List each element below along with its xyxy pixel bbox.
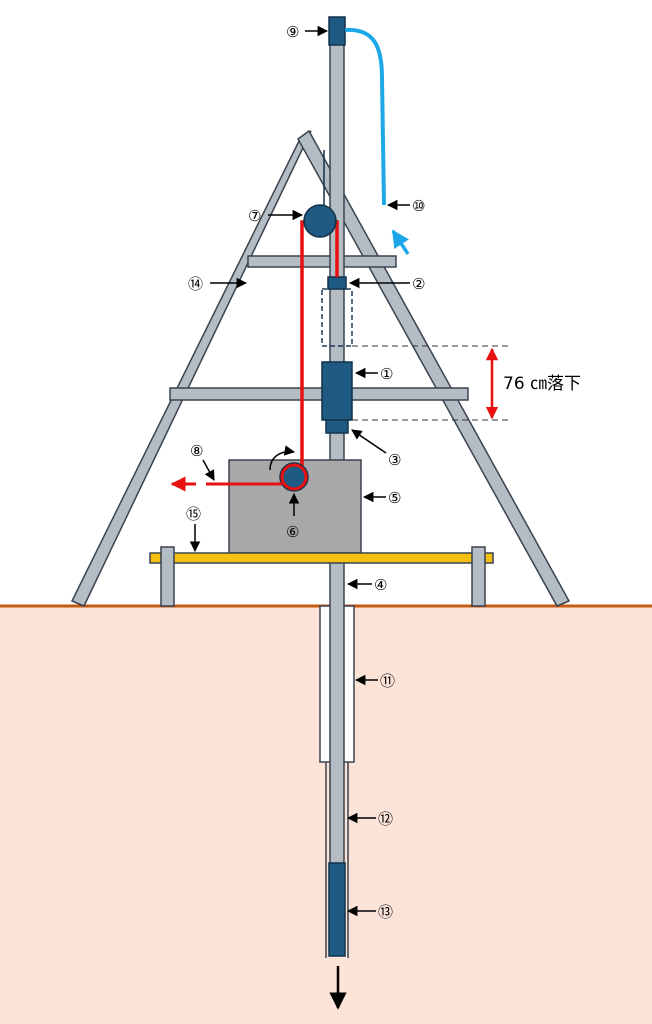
lower-crossbar [169, 387, 469, 401]
platform-post-right [471, 546, 486, 607]
label-6: ⑥ [286, 523, 299, 541]
label-7: ⑦ [248, 207, 261, 225]
rope-wrap [280, 463, 308, 491]
cathead-drum [279, 462, 309, 492]
callout-1: ① [354, 365, 393, 383]
callout-9: ⑨ [286, 23, 329, 41]
hammer-raised-position [321, 288, 353, 347]
label-13: ⑬ [378, 903, 393, 921]
callout-15: ⑮ [186, 505, 201, 553]
work-platform [149, 552, 494, 564]
drop-hammer [321, 361, 353, 421]
label-12: ⑫ [378, 810, 393, 828]
label-5: ⑤ [388, 489, 401, 507]
callout-2: ② [348, 275, 425, 293]
label-2: ② [412, 275, 425, 293]
label-11: ⑪ [380, 672, 395, 690]
split-spoon-sampler [328, 862, 346, 957]
label-14: ⑭ [188, 275, 203, 293]
leader-arrow-icon [351, 429, 387, 454]
label-8: ⑧ [190, 442, 203, 460]
callout-3: ③ [351, 429, 401, 469]
callout-10: ⑩ [386, 197, 425, 215]
label-9: ⑨ [286, 23, 299, 41]
label-10: ⑩ [412, 197, 425, 215]
callout-7: ⑦ [248, 207, 304, 225]
platform-post-left [160, 546, 175, 607]
rotation-arrow-icon [269, 445, 296, 471]
water-swivel [328, 16, 346, 46]
water-hose [344, 27, 386, 206]
hammer-guide-cap [325, 419, 349, 434]
label-15: ⑮ [186, 505, 201, 523]
callout-12: ⑫ [346, 810, 393, 828]
label-4: ④ [374, 576, 387, 594]
pulley [303, 204, 337, 238]
drill-rod [329, 29, 345, 867]
callout-4: ④ [346, 576, 387, 594]
callout-14: ⑭ [188, 275, 248, 293]
callout-8: ⑧ [190, 442, 215, 481]
water-flow-arrow [391, 229, 410, 255]
drop-height-label: 76 ㎝落下 [503, 374, 581, 394]
callout-6: ⑥ [286, 492, 299, 541]
label-3: ③ [388, 451, 401, 469]
knocking-head [327, 276, 347, 290]
callout-5: ⑤ [362, 489, 401, 507]
callout-13: ⑬ [346, 903, 393, 921]
upper-crossbar [247, 255, 397, 268]
tripod-leg-right [297, 129, 571, 607]
label-1: ① [380, 365, 393, 383]
callout-11: ⑪ [354, 672, 395, 690]
tripod-legs [70, 129, 571, 607]
leader-arrow-icon [202, 459, 215, 481]
